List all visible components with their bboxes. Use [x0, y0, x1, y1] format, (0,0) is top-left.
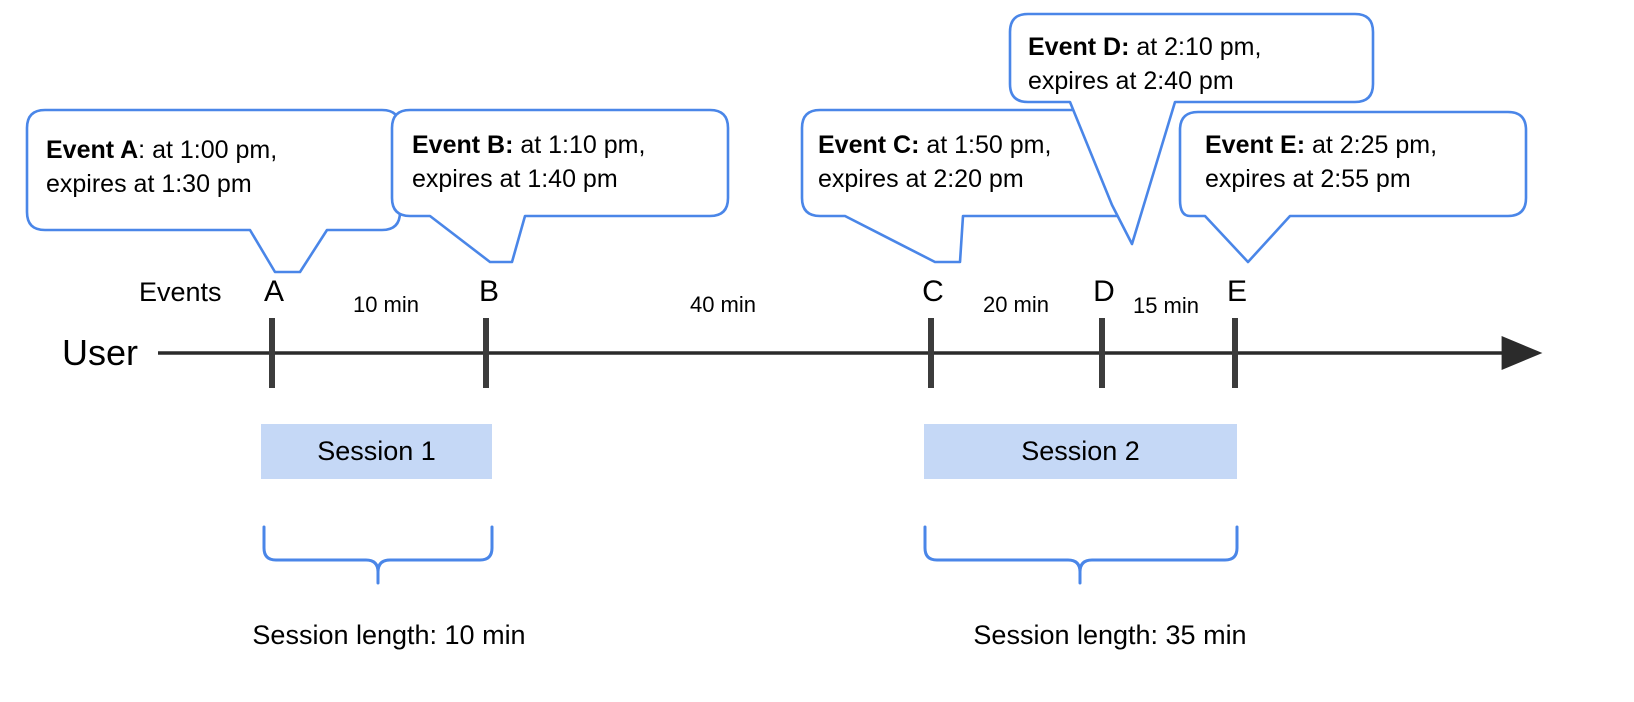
- session-box-1[interactable]: Session 1: [261, 424, 492, 479]
- axis-row-label-user: User: [62, 332, 139, 373]
- interval-label-a-b: 10 min: [352, 292, 420, 317]
- session-2-length-caption: Session length: 35 min: [973, 620, 1247, 650]
- event-letter-e: E: [1226, 275, 1248, 308]
- event-letter-c: C: [922, 275, 944, 308]
- event-letter-a: A: [263, 275, 285, 308]
- session-1-length-caption: Session length: 10 min: [252, 620, 526, 650]
- callout-b-shape: [390, 108, 730, 264]
- session-2-brace: [923, 525, 1239, 585]
- event-letter-b: B: [478, 275, 500, 308]
- session-box-2-label: Session 2: [1021, 436, 1140, 466]
- callout-e-shape: [1178, 110, 1528, 264]
- event-letter-d: D: [1093, 275, 1115, 308]
- callout-a-shape: [25, 108, 402, 274]
- axis-label-events: Events: [139, 277, 222, 307]
- session-box-1-label: Session 1: [317, 436, 436, 466]
- interval-label-c-d: 20 min: [982, 292, 1050, 317]
- event-ticks: [269, 318, 1238, 388]
- interval-label-b-c: 40 min: [689, 292, 757, 317]
- callout-d-shape: [1008, 12, 1375, 246]
- session-1-brace: [262, 525, 494, 585]
- session-box-2[interactable]: Session 2: [924, 424, 1237, 479]
- interval-label-d-e: 15 min: [1132, 293, 1200, 318]
